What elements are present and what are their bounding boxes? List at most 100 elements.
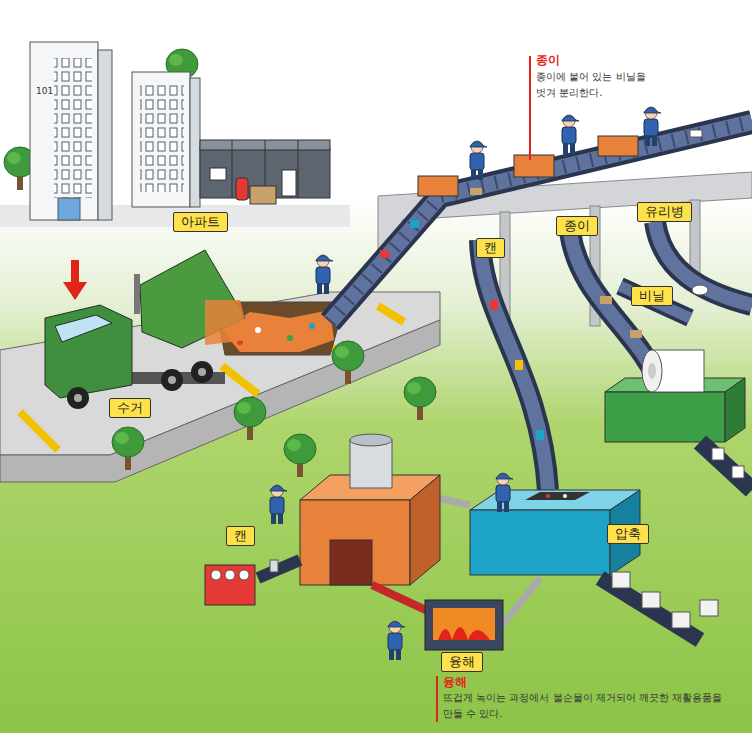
furnace [438, 627, 490, 640]
sorting-line [480, 240, 548, 490]
sorting-line [536, 430, 544, 440]
sign-text: 유리병 [645, 204, 684, 220]
workers [270, 107, 661, 660]
compression-machine [470, 510, 610, 575]
sign-box: 캔 [226, 526, 255, 546]
sign-text: 수거 [117, 400, 143, 416]
paper-machine [605, 392, 725, 442]
apartment-area [58, 198, 80, 220]
furnace [372, 585, 430, 612]
callout-heading: 융해 [443, 674, 467, 691]
truck [45, 305, 132, 398]
sorting-line [410, 220, 419, 228]
truck [168, 376, 176, 384]
callout-bars [437, 56, 530, 722]
paper-machine [732, 466, 744, 478]
truck [74, 394, 82, 402]
sign-box: 비닐 [631, 286, 673, 306]
sorting-line [690, 130, 702, 137]
sign-text: 종이 [564, 218, 590, 234]
sorting-line [480, 240, 548, 490]
can-machine [270, 560, 278, 572]
flow-arrow [71, 260, 79, 284]
collection-platform [309, 323, 315, 329]
sign-text: 압축 [615, 526, 641, 542]
sorting-line [598, 136, 638, 156]
apartment-area [54, 58, 92, 198]
furnace [500, 578, 540, 628]
can-machine [205, 434, 470, 605]
truck [161, 369, 183, 391]
apartment-area [250, 186, 276, 204]
apartment-area [98, 50, 112, 220]
workers [316, 255, 333, 294]
paper-machine [725, 378, 745, 442]
can-machine [350, 434, 392, 446]
sign-box: 압축 [607, 524, 649, 544]
sorting-line [330, 122, 752, 490]
sorting-line [630, 330, 642, 338]
trees [112, 427, 144, 470]
apartment-area [210, 168, 226, 180]
workers [496, 473, 513, 512]
compression-machine [563, 494, 567, 498]
sign-box: 캔 [476, 238, 505, 258]
paper-machine [700, 442, 752, 490]
apartment-area [282, 170, 296, 196]
apartment-area [298, 140, 299, 198]
furnace [433, 608, 495, 640]
paper-machine [712, 448, 724, 460]
collection-platform [222, 366, 258, 394]
paper-machine [605, 350, 752, 490]
apartment-area [232, 140, 233, 198]
can-machine [258, 560, 300, 578]
apartment-area [0, 42, 350, 227]
trees [234, 397, 266, 440]
can-machine [410, 475, 440, 585]
truck [198, 368, 206, 376]
compression-machine [470, 490, 718, 640]
apartment-area [236, 178, 248, 200]
collection-platform [378, 306, 404, 322]
sorting-line [515, 360, 523, 370]
truck [205, 300, 250, 345]
sign-text: 융해 [449, 654, 475, 670]
can-machine [350, 440, 392, 488]
can-machine [239, 570, 249, 580]
trees [404, 377, 436, 420]
truck [45, 250, 250, 409]
sorting-line [620, 286, 690, 318]
building-number: 101 [36, 86, 53, 96]
sorting-line [514, 155, 554, 177]
collection-platform [255, 327, 261, 333]
compression-machine [700, 600, 718, 616]
callout-heading: 종이 [536, 52, 560, 69]
workers [470, 141, 487, 180]
workers [562, 115, 579, 154]
callout-body: 뜨겁게 녹이는 과정에서 불순물이 제거되어 깨끗한 재활용품을 만들 수 있다… [443, 690, 733, 721]
compression-machine [672, 612, 690, 628]
sorting-line [600, 296, 612, 304]
sorting-line [330, 122, 752, 322]
sign-box: 유리병 [637, 202, 692, 222]
trees [284, 434, 316, 477]
truck [67, 387, 89, 409]
sign-text: 캔 [234, 528, 247, 544]
furnace [425, 600, 503, 650]
apartment-area [132, 72, 190, 207]
sign-box: 수거 [109, 398, 151, 418]
sorting-line [330, 122, 752, 322]
workers [270, 485, 287, 524]
sign-text: 캔 [484, 240, 497, 256]
workers [644, 107, 661, 146]
callout-bars [529, 56, 531, 160]
sorting-line [330, 122, 752, 322]
compression-machine [525, 492, 590, 500]
paper-machine [648, 363, 656, 379]
truck [134, 274, 140, 314]
apartment-area [140, 84, 184, 192]
apartment-area [190, 78, 200, 207]
